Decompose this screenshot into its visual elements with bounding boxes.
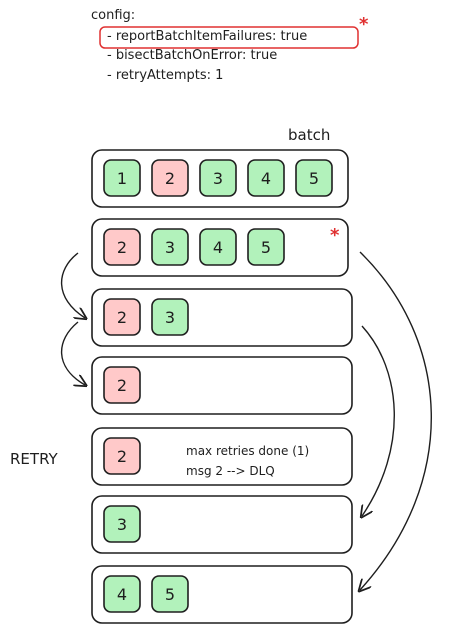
reported-row-asterisk: * — [330, 225, 340, 246]
message-box-1-success — [103, 159, 141, 197]
message-box-4-success — [247, 159, 285, 197]
message-label-4: 4 — [261, 169, 271, 188]
message-box-2-failure — [103, 228, 141, 266]
message-label-3: 3 — [165, 238, 175, 257]
message-label-5: 5 — [309, 169, 319, 188]
message-box-2-failure — [103, 298, 141, 336]
message-label-5: 5 — [261, 238, 271, 257]
message-label-3: 3 — [165, 308, 175, 327]
message-box-4-success — [199, 228, 237, 266]
message-label-2: 2 — [117, 238, 127, 257]
config-item-retry-attempts: - retryAttempts: 1 — [107, 68, 224, 83]
message-label-2: 2 — [117, 308, 127, 327]
message-box-5-success — [247, 228, 285, 266]
batch-row-bisect-2-container — [91, 356, 353, 415]
message-label-5: 5 — [165, 585, 175, 604]
message-label-1: 1 — [117, 169, 127, 188]
message-label-2: 2 — [117, 447, 127, 466]
message-box-5-success — [151, 575, 189, 613]
batch-row-msg-4-5-container — [91, 565, 353, 624]
message-box-2-failure — [103, 437, 141, 475]
message-label-2: 2 — [165, 169, 175, 188]
bisect-arrow-1 — [60, 252, 85, 318]
config-asterisk: * — [359, 14, 369, 35]
message-box-2-failure — [103, 366, 141, 404]
config-item-bisect-batch-on-error: - bisectBatchOnError: true — [107, 48, 278, 63]
batch-row-reported-container — [91, 218, 349, 277]
batch-label: batch — [288, 126, 331, 144]
message-label-4: 4 — [117, 585, 127, 604]
batch-row-retry-container — [91, 427, 353, 486]
arrow-to-msg-4-5-row — [360, 251, 432, 590]
config-highlight-box — [99, 26, 359, 49]
message-label-3: 3 — [117, 515, 127, 534]
message-box-3-success — [199, 159, 237, 197]
message-label-2: 2 — [117, 376, 127, 395]
message-label-4: 4 — [213, 238, 223, 257]
message-box-5-success — [295, 159, 333, 197]
message-box-3-success — [151, 298, 189, 336]
bisect-arrow-2 — [60, 321, 85, 385]
message-box-2-failure — [151, 159, 189, 197]
retry-note-line-2: msg 2 --> DLQ — [186, 464, 275, 478]
config-item-report-batch-item-failures: - reportBatchItemFailures: true — [107, 29, 308, 44]
retry-note-line-1: max retries done (1) — [186, 444, 310, 458]
config-title: config: — [91, 8, 136, 23]
message-box-4-success — [103, 575, 141, 613]
arrow-to-msg-3-row — [362, 325, 395, 516]
message-label-3: 3 — [213, 169, 223, 188]
retry-label: RETRY — [10, 450, 58, 468]
batch-row-bisect-1-container — [91, 288, 353, 347]
message-boxes: 1 2 3 4 5 2 3 4 5 2 3 2 2 3 4 5 — [103, 159, 333, 613]
batch-row-initial-container — [91, 149, 349, 208]
message-box-3-success — [103, 505, 141, 543]
message-box-3-success — [151, 228, 189, 266]
batch-row-msg-3-container — [91, 495, 353, 554]
